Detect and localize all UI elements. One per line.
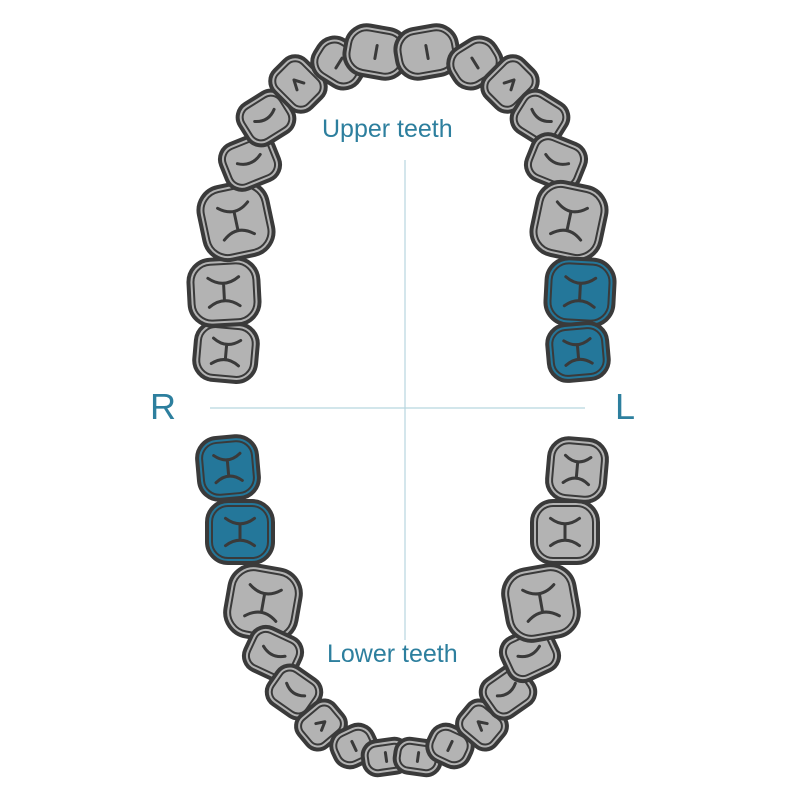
lower-arch xyxy=(195,435,608,778)
upper-teeth-label: Upper teeth xyxy=(322,115,453,144)
tooth-groove xyxy=(417,753,418,762)
upper-left-molar-3-tooth xyxy=(546,321,611,382)
tooth-groove xyxy=(385,753,386,762)
upper-right-molar-2-tooth xyxy=(187,257,260,327)
upper-left-molar-1-tooth xyxy=(527,178,611,265)
upper-left-molar-2-tooth xyxy=(544,257,615,326)
upper-right-molar-3-tooth xyxy=(193,320,260,383)
left-side-label: L xyxy=(615,386,635,428)
upper-arch xyxy=(187,22,615,384)
lower-left-molar-3-tooth xyxy=(545,437,608,504)
lower-left-molar-2-tooth xyxy=(532,501,598,563)
lower-left-molar-1-tooth xyxy=(499,561,582,644)
lower-right-molar-2-tooth xyxy=(207,501,273,563)
right-side-label: R xyxy=(150,386,176,428)
lower-teeth-label: Lower teeth xyxy=(327,640,458,669)
lower-right-molar-3-tooth xyxy=(195,435,260,502)
